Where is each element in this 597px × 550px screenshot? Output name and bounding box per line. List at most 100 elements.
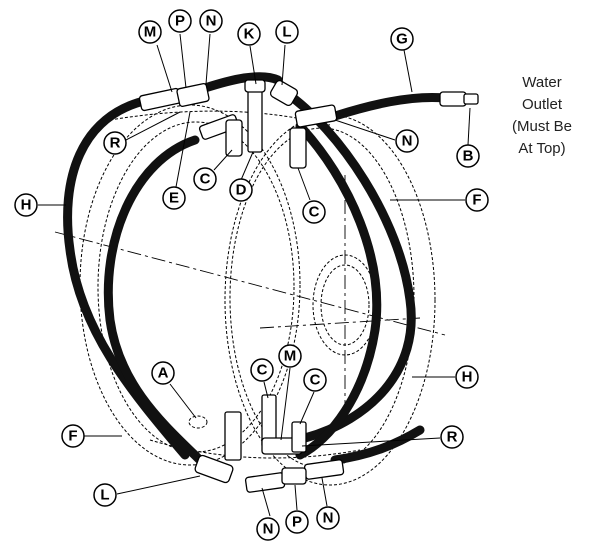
hose-upper-left-inner — [103, 135, 210, 470]
callout-f2: F — [61, 424, 85, 448]
callout-c3-label: C — [257, 362, 268, 379]
callout-c4-label: C — [310, 372, 321, 389]
callout-n2-circle — [395, 129, 419, 153]
bottom-nipple-c-right — [291, 421, 307, 453]
callout-h2-circle — [455, 365, 479, 389]
callout-n2: N — [395, 129, 419, 153]
water-outlet-note-line: At Top) — [518, 140, 566, 157]
callout-h2: H — [455, 365, 479, 389]
leader-r1 — [125, 111, 181, 141]
leader-n4 — [321, 477, 328, 507]
water-outlet-note-line: (Must Be — [511, 118, 572, 135]
callout-a1: A — [151, 361, 175, 385]
callout-l1-label: L — [282, 24, 291, 41]
leader-n2 — [334, 119, 396, 141]
callout-d1-circle — [229, 178, 253, 202]
callout-g1-circle — [390, 27, 414, 51]
leader-k1 — [249, 45, 257, 85]
callout-p1-label: P — [175, 13, 185, 30]
water-outlet-note: Water Outlet (Must Be At Top) — [488, 72, 596, 160]
top-left-tee — [176, 82, 210, 108]
leader-g1 — [403, 49, 413, 93]
leader-c3 — [263, 381, 269, 399]
top-left-coupling — [138, 87, 182, 112]
callout-a1-circle — [151, 361, 175, 385]
callout-n3-label: N — [263, 521, 274, 538]
callout-b1-label: B — [463, 148, 474, 165]
hose-top-cross — [200, 72, 283, 93]
callout-n1-label: N — [206, 13, 217, 30]
callout-r2: R — [440, 425, 464, 449]
callout-g1: G — [390, 27, 414, 51]
callout-n3-circle — [256, 517, 280, 541]
callout-h1: H — [14, 193, 38, 217]
hose-outlet-g — [330, 92, 450, 121]
callout-d1-label: D — [236, 182, 247, 199]
leader-l1 — [281, 44, 286, 86]
callout-l1-circle — [275, 20, 299, 44]
leader-m2 — [280, 367, 291, 441]
callout-p2-label: P — [292, 514, 302, 531]
callout-m1-label: M — [144, 24, 157, 41]
callout-b1-circle — [456, 144, 480, 168]
callout-p1-circle — [168, 9, 192, 33]
leader-c4 — [299, 391, 315, 425]
bottom-coupling-left — [244, 472, 286, 493]
callout-n1-circle — [199, 9, 223, 33]
callout-f1-circle — [465, 188, 489, 212]
leader-m1 — [156, 44, 173, 93]
callout-m1: M — [138, 20, 162, 44]
callout-e1-circle — [162, 186, 186, 210]
callout-b1: B — [456, 144, 480, 168]
callout-k1: K — [237, 22, 261, 46]
callout-n4: N — [316, 506, 340, 530]
callout-r2-label: R — [447, 429, 458, 446]
callout-g1-label: G — [396, 31, 408, 48]
fitting-c-top-left — [225, 119, 243, 157]
callout-k1-circle — [237, 22, 261, 46]
water-outlet-note-line: Outlet — [521, 96, 563, 113]
leader-lines — [38, 33, 471, 517]
tank-rear-rim-inner — [97, 121, 295, 453]
fitting-c-top-right — [289, 127, 307, 169]
leader-n1 — [205, 33, 211, 85]
callout-h1-label: H — [21, 197, 32, 214]
leader-r2 — [301, 437, 441, 447]
callout-p2: P — [285, 510, 309, 534]
callout-n4-circle — [316, 506, 340, 530]
fittings — [138, 79, 479, 493]
cross-axis — [259, 317, 421, 329]
leader-l2 — [116, 475, 201, 495]
callout-a1-label: A — [158, 365, 169, 382]
callout-l2: L — [93, 483, 117, 507]
callout-c4-circle — [303, 368, 327, 392]
callout-c2: C — [302, 200, 326, 224]
elbow-l-top — [269, 80, 299, 106]
callout-l2-circle — [93, 483, 117, 507]
callout-d1: D — [229, 178, 253, 202]
bottom-nipple-left — [224, 411, 242, 461]
leader-c2 — [297, 167, 311, 201]
callout-r1-label: R — [110, 135, 121, 152]
callouts: M P N K L G R N — [14, 9, 489, 541]
water-outlet-note-line: Water — [522, 74, 562, 91]
callout-e1-label: E — [169, 190, 179, 207]
callout-c1-circle — [193, 167, 217, 191]
callout-k1-label: K — [244, 26, 255, 43]
callout-r2-circle — [440, 425, 464, 449]
bottom-elbow-l — [194, 454, 234, 484]
callout-c1: C — [193, 167, 217, 191]
leader-n3 — [261, 487, 271, 517]
leader-a1 — [169, 383, 197, 419]
callout-c2-circle — [302, 200, 326, 224]
nipple-k-cap — [244, 79, 266, 93]
callout-h2-label: H — [462, 369, 473, 386]
leader-p1 — [179, 33, 187, 89]
callout-e1: E — [162, 186, 186, 210]
drain-port-a — [188, 415, 208, 429]
callout-c3-circle — [250, 358, 274, 382]
callout-c4: C — [303, 368, 327, 392]
callout-m2-circle — [278, 344, 302, 368]
top-right-tee — [294, 104, 338, 128]
